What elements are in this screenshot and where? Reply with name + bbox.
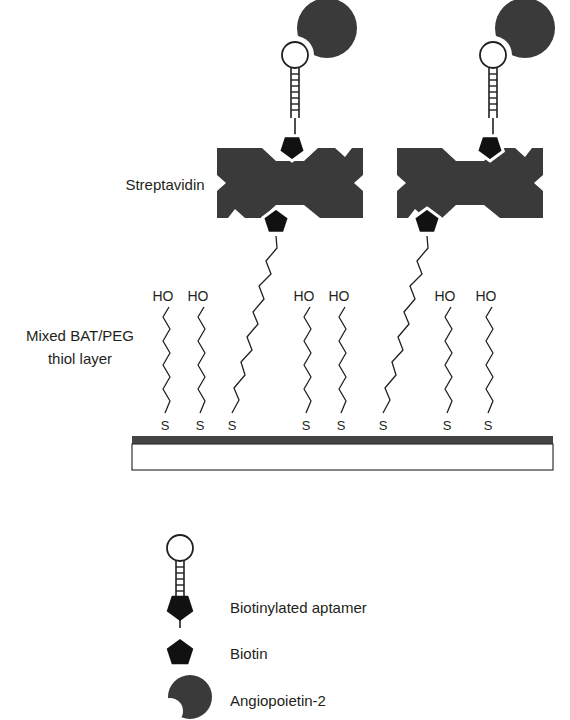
gold-layer [132, 436, 553, 444]
bat-thiol-chain [232, 236, 277, 413]
hydroxyl-group: HO [476, 286, 497, 307]
biotin-symbol [263, 208, 290, 233]
hydroxyl-group: HO [188, 286, 209, 307]
biotin-symbol [477, 136, 504, 161]
sulfur-atom: S [196, 416, 205, 436]
legend-biotin-sample [167, 639, 194, 664]
thiol-chains [163, 236, 493, 413]
peg-thiol-chain [445, 307, 452, 413]
legend-angiopoietin-sample [157, 675, 212, 720]
peg-thiol-chain [486, 307, 493, 413]
legend-aptamer-biotin-sample [167, 596, 194, 621]
sulfur-atom: S [379, 416, 388, 436]
peg-thiol-chain [163, 307, 170, 413]
legend-text: Biotin [230, 645, 268, 662]
layer-label: Mixed BAT/PEG thiol layer [18, 325, 143, 370]
sulfur-atom: S [484, 416, 493, 436]
binding-pocket [157, 698, 183, 720]
hydroxyl-group: HO [153, 286, 174, 307]
peg-thiol-chain [339, 307, 346, 413]
hydroxyl-group: HO [294, 286, 315, 307]
peg-thiol-chain [304, 307, 311, 413]
protein-label: Streptavidin [125, 174, 204, 197]
sulfur-atom: S [161, 416, 170, 436]
legend-text: Angiopoietin-2 [230, 692, 326, 709]
substrate [132, 444, 553, 470]
legend-item: Biotin [230, 645, 268, 662]
biotin-symbol [279, 136, 306, 161]
bat-thiol-chain [383, 236, 428, 413]
sulfur-atom: S [337, 416, 346, 436]
sulfur-atom: S [443, 416, 452, 436]
legend-text: Biotinylated aptamer [230, 599, 367, 616]
biotin-symbol [414, 208, 441, 233]
aptamer-strand [480, 42, 506, 135]
streptavidin-protein [397, 148, 543, 218]
peg-thiol-chain [198, 307, 205, 413]
sulfur-atom: S [228, 416, 237, 436]
legend-item: Biotinylated aptamer [230, 599, 367, 616]
hydroxyl-group: HO [329, 286, 350, 307]
legend-aptamer-sample [167, 535, 193, 628]
hydroxyl-group: HO [435, 286, 456, 307]
sulfur-atom: S [302, 416, 311, 436]
legend-item: Angiopoietin-2 [230, 692, 326, 709]
aptamer-strand [282, 42, 308, 135]
